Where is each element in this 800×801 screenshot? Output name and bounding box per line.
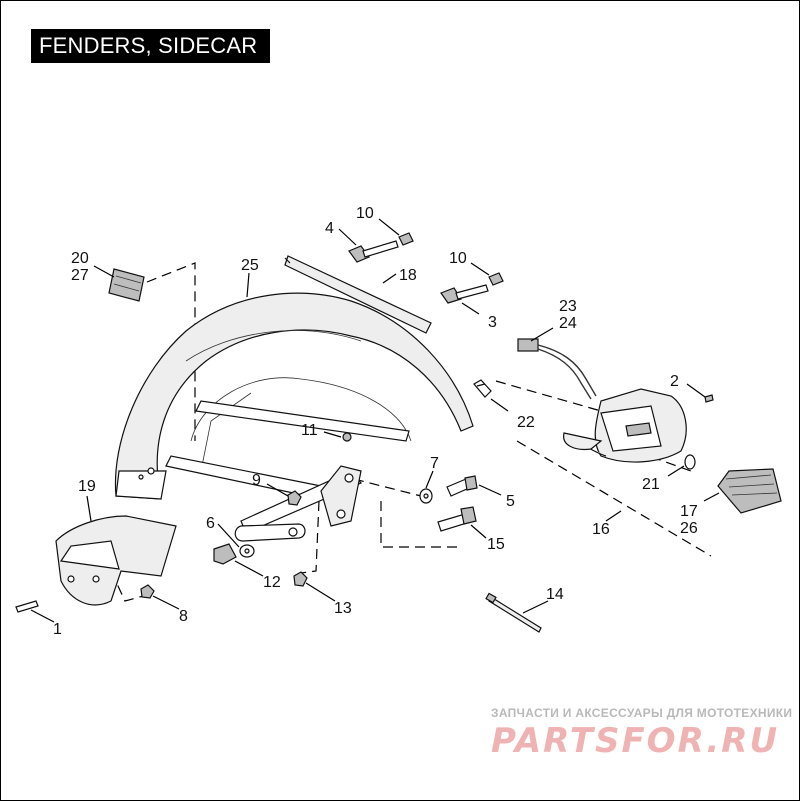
callout-5: 5 [506, 493, 515, 510]
reflector [108, 268, 145, 302]
callout-18: 18 [399, 267, 417, 284]
callout-9: 9 [252, 472, 261, 489]
nut-8 [140, 584, 155, 599]
trim-strip [284, 255, 432, 334]
bolt-5 [446, 475, 478, 497]
callout-1: 1 [53, 621, 62, 638]
carriage-bolt-4 [348, 240, 399, 263]
fender-support-bracket [165, 400, 410, 542]
screw-1 [15, 600, 39, 613]
nut-10-lower [488, 272, 504, 286]
callout-10-lower: 10 [449, 250, 467, 267]
nut-13 [293, 571, 308, 587]
callout-13: 13 [334, 600, 352, 617]
callout-27: 27 [71, 267, 89, 284]
tail-lamp-lens [717, 468, 782, 514]
tail-lamp-housing [563, 388, 687, 463]
nut-10-upper [398, 232, 414, 246]
nut-11 [342, 432, 352, 442]
callout-14: 14 [546, 586, 564, 603]
callout-12: 12 [263, 574, 281, 591]
callout-3: 3 [488, 314, 497, 331]
cable-clip [473, 379, 492, 398]
callout-20: 20 [71, 250, 89, 267]
callout-leader-lines [30, 218, 720, 623]
callout-11: 11 [301, 422, 318, 439]
callout-8: 8 [179, 608, 188, 625]
lamp-bulb [684, 454, 696, 470]
carriage-bolt-3 [440, 284, 489, 304]
page-title: FENDERS, SIDECAR [31, 29, 270, 63]
callout-25: 25 [241, 257, 259, 274]
callout-10-upper: 10 [356, 205, 374, 222]
callout-23: 23 [559, 298, 577, 315]
callout-4: 4 [325, 220, 334, 237]
callout-19: 19 [78, 478, 96, 495]
callout-21: 21 [642, 476, 660, 493]
wiring-harness [517, 338, 597, 400]
callout-22: 22 [517, 414, 535, 431]
callout-2: 2 [670, 373, 679, 390]
callout-16: 16 [592, 521, 610, 538]
screw-2 [704, 394, 714, 403]
cable-strap [485, 592, 542, 633]
callout-7: 7 [430, 455, 439, 472]
callout-26: 26 [680, 520, 698, 537]
callout-6: 6 [206, 515, 215, 532]
nut-9 [287, 490, 302, 506]
callout-numbers: 20 27 25 4 10 18 10 3 23 24 2 22 11 7 21… [53, 205, 698, 638]
mounting-bracket [55, 515, 177, 606]
spacer-12 [213, 543, 237, 565]
watermark-logo: PARTSFOR.RU [491, 721, 780, 761]
washer-7 [419, 488, 433, 504]
callout-17: 17 [680, 503, 698, 520]
fender [114, 292, 474, 500]
callout-24: 24 [559, 315, 577, 332]
watermark-tagline: ЗАПЧАСТИ И АКСЕССУАРЫ ДЛЯ МОТОТЕХНИКИ [491, 706, 793, 720]
callout-15: 15 [487, 536, 505, 553]
bolt-15 [437, 506, 477, 532]
washer-6 [239, 544, 255, 558]
